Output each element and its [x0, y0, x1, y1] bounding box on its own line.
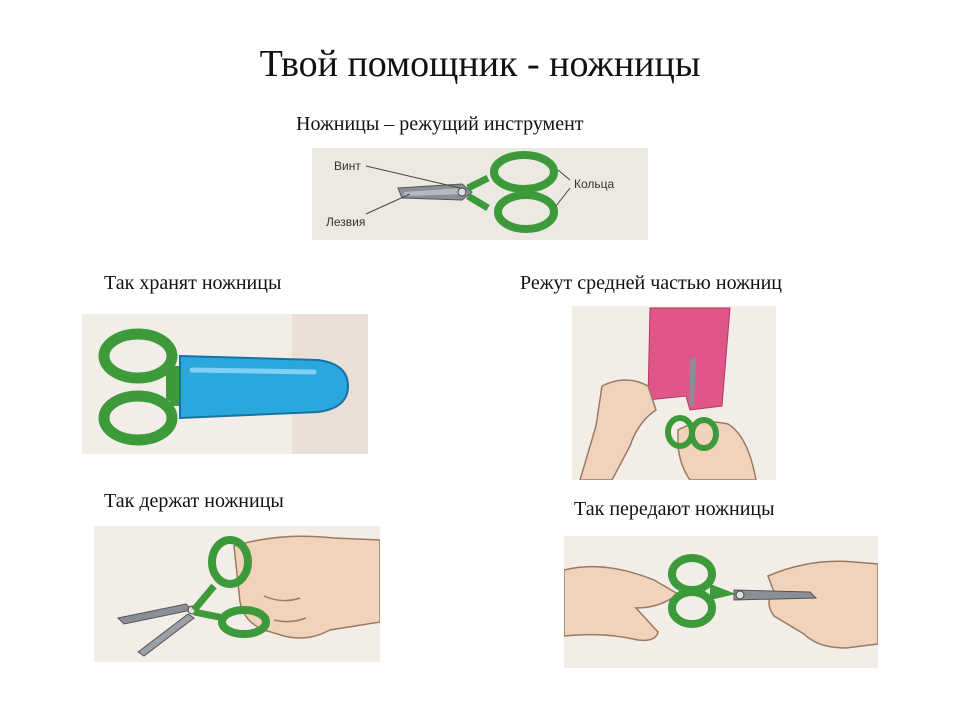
screw-shape: [457, 187, 467, 197]
storage-illustration: [82, 314, 368, 454]
scissors-parts-diagram: Винт Кольца Лезвия: [312, 148, 648, 240]
caption-holding: Так держат ножницы: [104, 490, 284, 512]
caption-passing: Так передают ножницы: [574, 498, 775, 520]
caption-storage: Так хранят ножницы: [104, 272, 282, 294]
ring-top-shape: [490, 151, 558, 193]
sheath-shape: [179, 354, 350, 420]
paper-shape: [647, 307, 731, 411]
ring-bottom-shape: [494, 191, 558, 233]
cutting-illustration: [572, 306, 776, 480]
label-blades: Лезвия: [326, 215, 365, 229]
caption-cutting: Режут средней частью ножниц: [520, 272, 782, 294]
label-rings: Кольца: [574, 177, 615, 191]
holding-illustration: [94, 526, 380, 662]
label-screw: Винт: [334, 159, 361, 173]
passing-illustration: [564, 536, 878, 668]
page-title: Твой помощник - ножницы: [259, 43, 701, 85]
page-subtitle: Ножницы – режущий инструмент: [296, 113, 584, 135]
